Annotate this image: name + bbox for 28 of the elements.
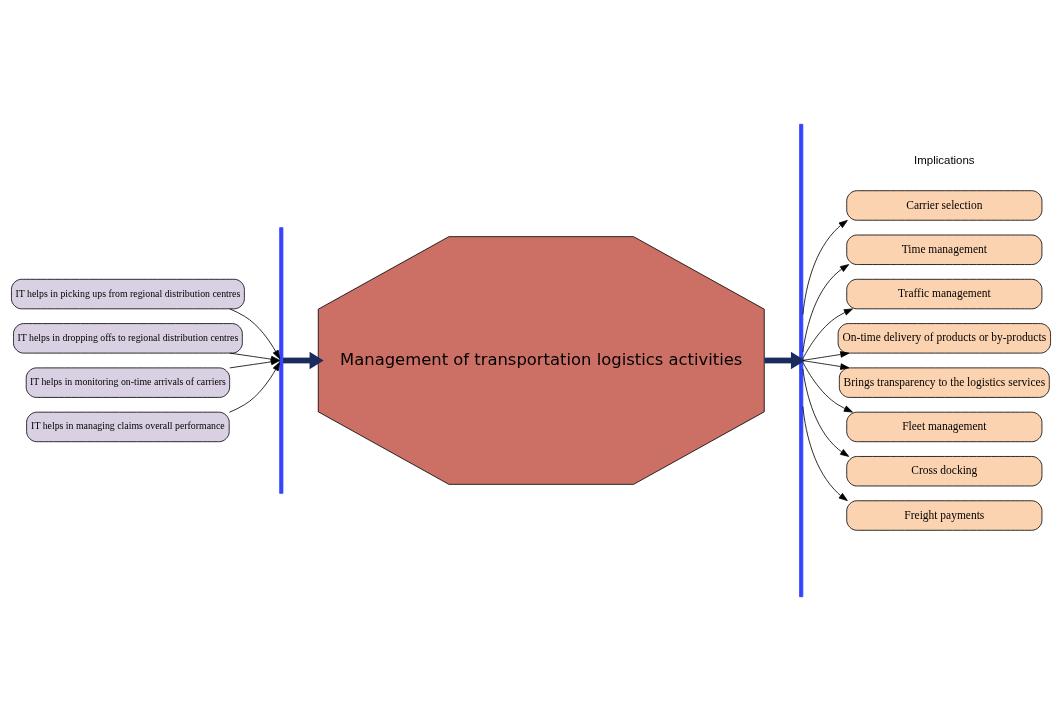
node-box: IT helps in monitoring on-time arrivals of carriers — [25, 366, 231, 398]
node-box: Cross docking — [846, 455, 1043, 486]
node-box: Freight payments — [846, 499, 1043, 531]
arrow — [764, 351, 806, 369]
node-box: Time management — [846, 234, 1043, 265]
node-box: IT helps in dropping offs to regional distribution centres — [13, 322, 243, 354]
arrow — [802, 367, 850, 457]
arrow — [802, 359, 850, 370]
arrow — [229, 358, 280, 368]
node-box: Brings transparency to the logistics services — [838, 366, 1050, 398]
arrow — [802, 361, 853, 413]
label: Implications — [914, 153, 975, 166]
arrow — [802, 263, 850, 353]
node-box: Traffic management — [846, 278, 1043, 309]
arrow — [229, 307, 281, 359]
node-box: Carrier selection — [846, 189, 1043, 221]
arrow — [802, 405, 848, 501]
node-box: On-time delivery of products or by-products — [837, 322, 1051, 354]
node-box: Fleet management — [846, 411, 1043, 442]
arrow — [802, 350, 850, 361]
node-bar — [799, 123, 804, 597]
arrow — [229, 361, 281, 413]
arrow — [283, 351, 324, 369]
arrow — [802, 307, 853, 359]
node-bar — [279, 226, 284, 494]
arrow — [802, 219, 848, 315]
node-box: IT helps in managing claims overall performance — [26, 411, 230, 442]
node-box: IT helps in picking ups from regional distribution centres — [11, 278, 245, 309]
